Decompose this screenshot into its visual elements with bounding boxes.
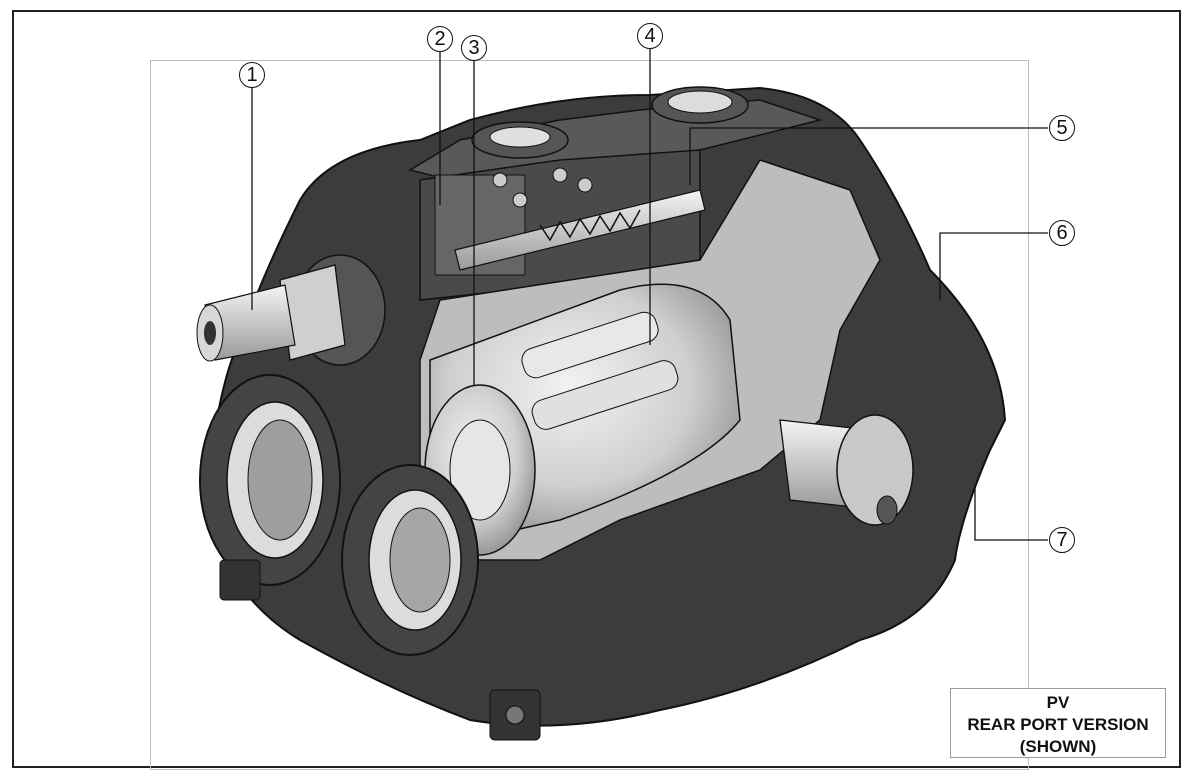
drive-shaft xyxy=(779,414,914,526)
inlet-port xyxy=(341,464,479,656)
mounting-bolts xyxy=(219,559,541,741)
callout-6: 6 xyxy=(1049,220,1075,246)
caption-box: PV REAR PORT VERSION (SHOWN) xyxy=(950,688,1166,758)
callout-3: 3 xyxy=(461,35,487,61)
callout-7: 7 xyxy=(1049,527,1075,553)
outlet-port xyxy=(199,374,341,586)
outer-frame xyxy=(12,10,1181,768)
adjusting-screw xyxy=(196,254,386,366)
caption-version: REAR PORT VERSION xyxy=(967,715,1149,734)
callout-1: 1 xyxy=(239,62,265,88)
illustration-frame xyxy=(150,60,1029,770)
caption-model: PV xyxy=(1046,693,1070,712)
callout-2: 2 xyxy=(427,26,453,52)
leader-lines xyxy=(251,48,1048,541)
callout-5: 5 xyxy=(1049,115,1075,141)
callout-4: 4 xyxy=(637,23,663,49)
caption-shown: (SHOWN) xyxy=(1019,737,1097,756)
cutaway-interior xyxy=(419,159,881,561)
